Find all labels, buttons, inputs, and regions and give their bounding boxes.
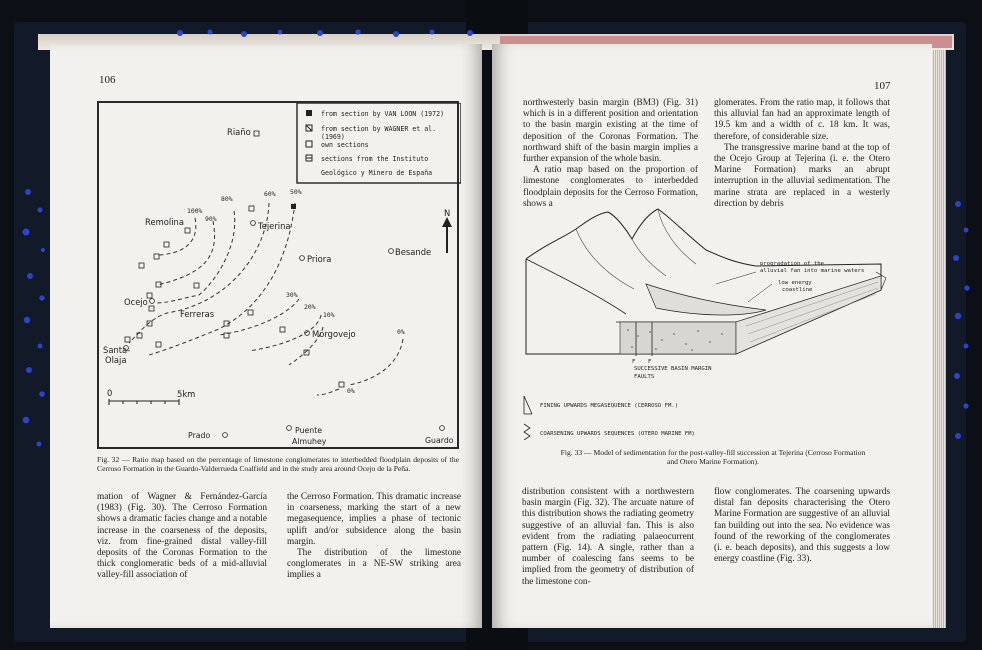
- figure-33-caption-line-2: and Otero Marine Formation).: [667, 457, 759, 466]
- legend-igme-b: Geológico y Minero de España: [321, 169, 432, 177]
- contour-label-60: 60%: [264, 190, 276, 198]
- legend-fining-upwards: FINING UPWARDS MEGASEQUENCE (CERROSO FM.…: [540, 403, 678, 409]
- section-markers: [124, 130, 345, 388]
- fining-upwards-icon: [523, 395, 533, 415]
- contour-label-50: 50%: [290, 188, 302, 196]
- place-besande: Besande: [395, 247, 431, 257]
- label-progradation-b: alluvial fan into marine waters: [760, 268, 864, 274]
- contour-label-90: 90%: [205, 215, 217, 223]
- place-santa: Santa-: [103, 345, 130, 355]
- place-prado: Prado: [188, 431, 210, 440]
- label-low-energy: low energy: [778, 280, 812, 286]
- label-basin-margin: SUCCESSIVE BASIN MARGIN: [634, 366, 711, 372]
- right-column-3: distribution consistent with a northwest…: [522, 487, 694, 588]
- svg-text:5km: 5km: [177, 389, 195, 399]
- right-column-1-para-2: A ratio map based on the proportion of l…: [523, 165, 698, 209]
- place-ocejo: Ocejo: [124, 297, 148, 307]
- contour-label-30: 30%: [286, 291, 298, 299]
- right-page-number: 107: [874, 80, 891, 92]
- legend-wagner-b: (1969): [321, 133, 345, 141]
- contour-label-20: 20%: [304, 303, 316, 311]
- place-riano: Riaño: [227, 127, 251, 137]
- figure-33-caption: Fig. 33 — Model of sedimentation for the…: [546, 448, 880, 466]
- right-column-2-para-1: glomerates. From the ratio map, it follo…: [714, 98, 890, 142]
- place-priora: Priora: [307, 254, 331, 264]
- legend-igme-a: sections from the Instituto: [321, 155, 428, 163]
- legend-own: own sections: [321, 141, 369, 149]
- left-page-number: 106: [99, 74, 116, 86]
- left-column-2-para-1: the Cerroso Formation. This dramatic inc…: [287, 492, 461, 547]
- stippled-deposit: [619, 321, 737, 355]
- left-column-2: the Cerroso Formation. This dramatic inc…: [287, 492, 461, 582]
- place-tejerina: Tejerina: [257, 221, 291, 231]
- figure-33-caption-line-1: Fig. 33 — Model of sedimentation for the…: [560, 448, 866, 457]
- place-olaja: Olaja: [105, 355, 127, 365]
- place-puente: Puente: [295, 426, 322, 435]
- legend-wagner-a: from section by WAGNER et al.: [321, 125, 436, 133]
- contour-label-100: 100%: [187, 207, 203, 215]
- north-arrow-icon: N: [442, 208, 452, 253]
- cover-pattern-right: [953, 201, 970, 439]
- place-guardo: Guardo: [425, 436, 454, 445]
- svg-text:0: 0: [107, 388, 112, 398]
- place-almuhey: Almuhey: [292, 437, 327, 446]
- label-progradation-a: progradation of the: [760, 261, 825, 267]
- legend-symbol-own: [305, 140, 313, 148]
- mountain-outline: [525, 208, 757, 267]
- right-column-1: northwesterly basin margin (BM3) (Fig. 3…: [523, 98, 698, 210]
- legend-coarsening-upwards: COARSENING UPWARDS SEQUENCES (OTERO MARI…: [540, 431, 695, 437]
- left-column-1-text: mation of Wagner & Fernández-García (198…: [97, 492, 267, 581]
- svg-text:N: N: [444, 208, 450, 218]
- scale-bar: 0 5km: [107, 388, 195, 405]
- contour-label-0-b: 0%: [347, 387, 355, 395]
- legend-van-loon: from section by VAN LOON (1972): [321, 110, 444, 118]
- left-page: [50, 44, 482, 628]
- contour-lines: [128, 202, 404, 396]
- right-column-3-text: distribution consistent with a northwest…: [522, 487, 694, 587]
- cover-pattern-left: [22, 189, 45, 447]
- alluvial-fan: [645, 283, 767, 316]
- right-column-4: flow conglomerates. The coarsening upwar…: [714, 487, 890, 565]
- legend-symbol-wagner: [305, 124, 313, 132]
- left-column-1: mation of Wagner & Fernández-García (198…: [97, 492, 267, 582]
- right-column-2: glomerates. From the ratio map, it follo…: [714, 98, 890, 210]
- right-column-2-para-2: The transgressive marine band at the top…: [714, 142, 890, 209]
- contour-label-10: 10%: [323, 311, 335, 319]
- label-fault-2: F: [648, 359, 652, 365]
- sedimentation-model-figure: progradation of the alluvial fan into ma…: [523, 208, 887, 440]
- right-column-1-para-1: northwesterly basin margin (BM3) (Fig. 3…: [523, 98, 698, 165]
- cover-pattern-top: [177, 29, 473, 37]
- van-loon-marker: [291, 204, 296, 209]
- contour-label-0-a: 0%: [397, 328, 405, 336]
- place-ferreras: Ferreras: [180, 309, 214, 319]
- ratio-map-figure: from section by VAN LOON (1972) from sec…: [97, 101, 461, 449]
- label-fault-1: F: [632, 359, 636, 365]
- page-edges-right: [932, 50, 946, 628]
- figure-32-caption: Fig. 32 — Ratio map based on the percent…: [97, 455, 459, 473]
- contour-label-80: 80%: [221, 195, 233, 203]
- left-column-2-para-2: The distribution of the limestone conglo…: [287, 548, 461, 581]
- label-coastline: coastline: [782, 287, 813, 293]
- label-faults: FAULTS: [634, 374, 654, 380]
- place-markers: [123, 220, 445, 438]
- ratio-map: from section by VAN LOON (1972) from sec…: [103, 103, 461, 446]
- place-remolina: Remolina: [145, 217, 184, 227]
- map-legend: from section by VAN LOON (1972) from sec…: [296, 103, 461, 184]
- place-morgovejo: Morgovejo: [312, 329, 356, 339]
- coarsening-upwards-icon: [523, 423, 531, 440]
- right-column-4-text: flow conglomerates. The coarsening upwar…: [714, 487, 890, 565]
- legend-symbol-van-loon: [306, 110, 312, 116]
